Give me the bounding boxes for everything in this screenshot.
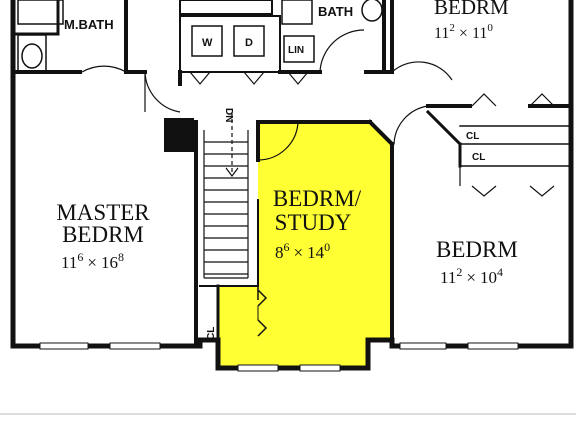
closet-label-3: CL	[206, 327, 217, 340]
master-bedrm-label-2: BEDRM	[62, 222, 144, 247]
bedrm-right-label: BEDRM	[436, 237, 518, 262]
windows	[39, 342, 519, 372]
study-highlight	[218, 122, 392, 368]
bath-label: BATH	[318, 4, 353, 19]
master-bedrm-dims: 116×168	[61, 250, 124, 272]
master-bedrm-label-1: MASTER	[56, 200, 150, 225]
interior-walls	[11, 0, 573, 370]
closet-label-1: CL	[466, 131, 479, 142]
study-label-2: STUDY	[275, 210, 352, 235]
door-swings	[81, 29, 555, 197]
bedrm-right-dims: 112×104	[440, 265, 503, 287]
study-label-1: BEDRM/	[273, 186, 362, 211]
washer-label: W	[202, 37, 213, 49]
stair-dn-label: DN	[223, 108, 234, 122]
closet-label-2: CL	[472, 152, 485, 163]
bedrm-top-label: BEDRM	[434, 0, 509, 19]
dryer-label: D	[245, 37, 253, 49]
master-bath-label: M.BATH	[64, 17, 114, 32]
bedrm-top-dims: 112×110	[434, 22, 493, 42]
study-dims: 86×140	[275, 240, 330, 262]
linen-label: LIN	[288, 45, 304, 56]
staircase	[203, 112, 249, 279]
